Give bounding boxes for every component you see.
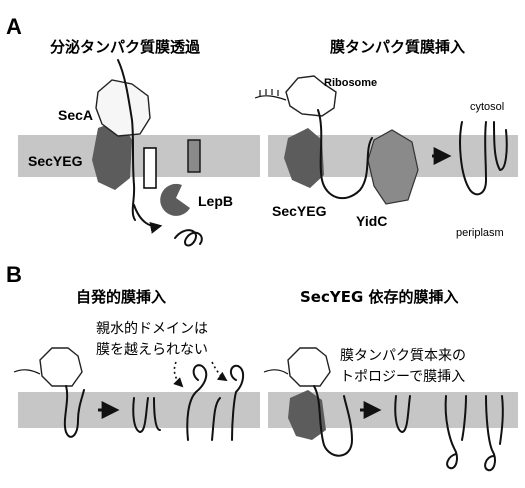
secyeg-a-right xyxy=(284,128,324,188)
mrna-ticks-a xyxy=(259,89,279,96)
secyeg-label-a-right: SecYEG xyxy=(272,203,327,219)
left-note-line2: 膜を越えられない xyxy=(96,342,208,358)
chain-b-right-4 xyxy=(484,395,504,472)
secyeg-label-a-left: SecYEG xyxy=(28,153,83,169)
yidc-label: YidC xyxy=(356,213,387,229)
ribosome-b-right xyxy=(287,347,331,387)
chain-b-right-1 xyxy=(313,385,353,457)
ribosome-b-left xyxy=(39,347,83,387)
chain-b-left-4 xyxy=(230,364,244,441)
panel-a-left-title: 分泌タンパク質膜透過 xyxy=(50,38,201,56)
seca-label: SecA xyxy=(58,107,93,123)
release-arrow xyxy=(133,204,163,234)
lepb-label: LepB xyxy=(198,193,233,209)
secyeg-b-right xyxy=(288,390,326,440)
lepb-tm-box xyxy=(187,139,201,173)
ribosome-a xyxy=(285,75,337,117)
membrane-protein-chain-a xyxy=(317,109,373,200)
panel-a-label: A xyxy=(6,14,22,39)
lepb-enzyme xyxy=(160,183,190,216)
ribosome-label: Ribosome xyxy=(324,77,377,89)
membrane-b-left xyxy=(18,392,260,428)
panel-a-right-title: 膜タンパク質膜挿入 xyxy=(330,38,465,56)
cytosol-label: cytosol xyxy=(470,101,504,113)
secyeg-a-left xyxy=(92,120,132,190)
chain-b-right-2 xyxy=(394,395,411,433)
chain-b-left-2 xyxy=(132,397,161,433)
panel-b-right-title: SecYEG 依存的膜挿入 xyxy=(300,288,459,306)
right-note-line2: トポロジーで膜挿入 xyxy=(340,369,465,385)
chain-b-right-3 xyxy=(444,395,467,470)
chain-b-left-3 xyxy=(186,364,221,441)
yidc-protein xyxy=(367,129,419,205)
seca-protein xyxy=(95,79,151,137)
left-note-line1: 親水的ドメインは xyxy=(96,321,208,337)
panel-b-left-title: 自発的膜挿入 xyxy=(76,288,166,306)
signal-peptide-box xyxy=(143,147,157,189)
dotted-arrow-2 xyxy=(211,361,228,382)
dotted-arrow-1 xyxy=(173,361,184,388)
right-note-line1: 膜タンパク質本来の xyxy=(340,348,466,364)
released-protein-coil xyxy=(174,229,203,247)
mrna-b-left xyxy=(13,369,41,375)
periplasm-label: periplasm xyxy=(456,227,504,239)
mrna-b-right xyxy=(263,369,289,375)
secretory-chain xyxy=(117,59,136,221)
inserted-loop-2 xyxy=(493,121,508,171)
membrane-a-left xyxy=(18,135,260,177)
panel-b-label: B xyxy=(6,262,22,287)
chain-b-left-1 xyxy=(63,385,85,438)
mrna-a xyxy=(254,95,287,101)
inserted-loop-1 xyxy=(459,121,487,196)
